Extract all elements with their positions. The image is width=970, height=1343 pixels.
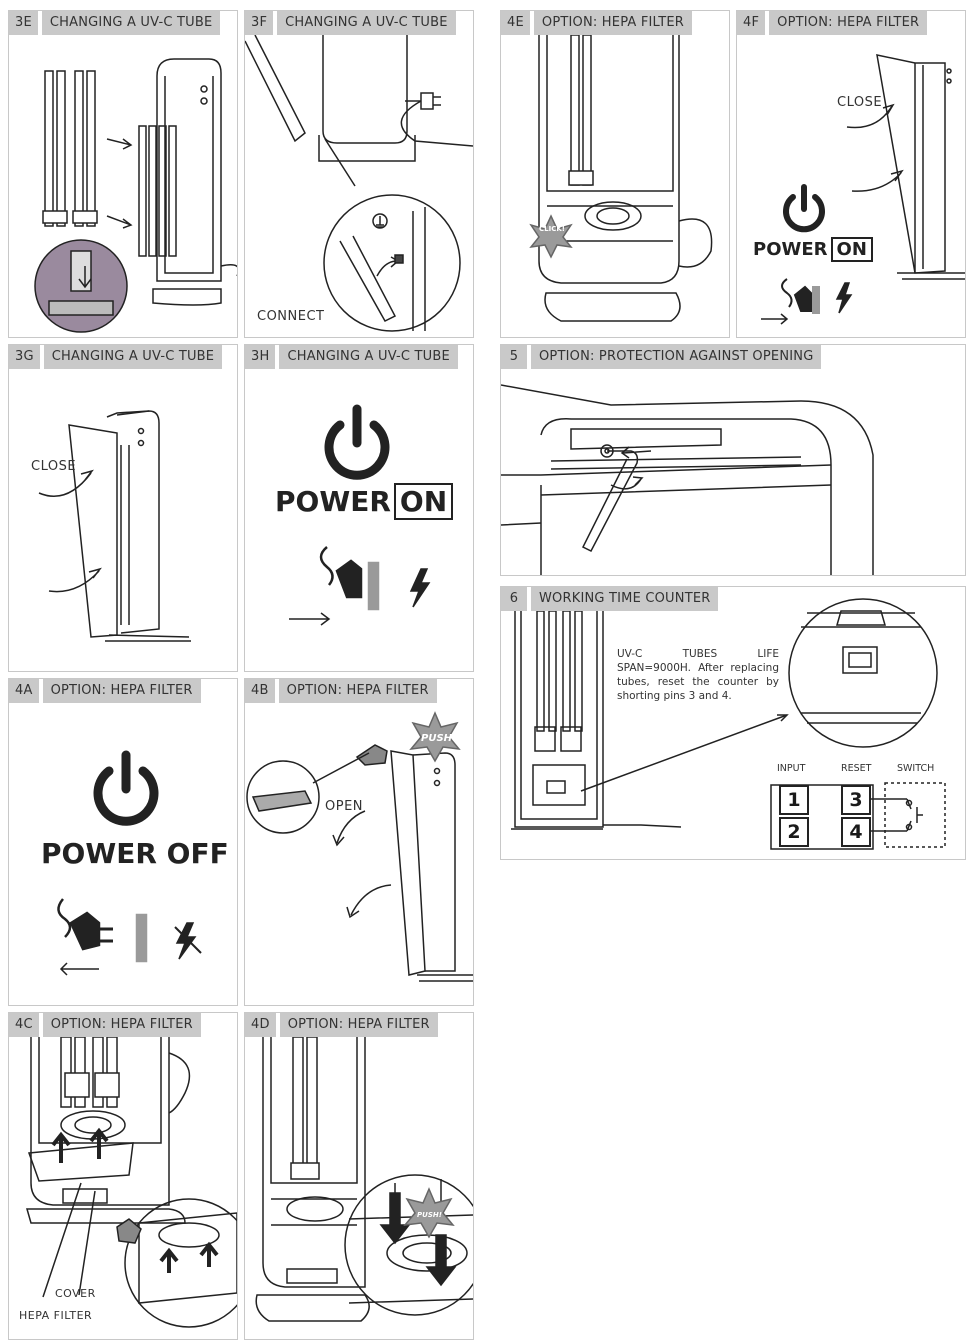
panel-3f: 3F CHANGING A UV-C TUBE CONNECT — [244, 10, 474, 338]
power-word: POWER — [753, 239, 828, 260]
power-off-label: POWER OFF — [41, 837, 229, 870]
panel-header: 3F CHANGING A UV-C TUBE — [245, 11, 456, 35]
panel-header: 4F OPTION: HEPA FILTER — [737, 11, 928, 35]
panel-4c: 4C OPTION: HEPA FILTER COVER HEPA FILTER — [8, 1012, 238, 1340]
step-title: OPTION: HEPA FILTER — [769, 11, 928, 35]
step-title: OPTION: HEPA FILTER — [42, 1013, 201, 1037]
hepa-filter-caption: HEPA FILTER — [19, 1309, 93, 1322]
step-title: CHANGING A UV-C TUBE — [41, 11, 221, 35]
panel-header: 4C OPTION: HEPA FILTER — [9, 1013, 201, 1037]
protection-lock-illustration — [501, 384, 874, 575]
step-number: 4C — [9, 1013, 39, 1037]
step-title: OPTION: HEPA FILTER — [279, 1013, 438, 1037]
step-title: OPTION: HEPA FILTER — [278, 679, 437, 703]
panel-header: 4E OPTION: HEPA FILTER — [501, 11, 692, 35]
plug-icon — [781, 278, 820, 314]
lightning-icon — [175, 922, 197, 960]
power-state: ON — [830, 237, 873, 262]
arrow-icon — [59, 962, 99, 976]
close-caption: CLOSE — [31, 459, 77, 474]
step-title: CHANGING A UV-C TUBE — [279, 345, 458, 369]
pin-1: 1 — [779, 785, 809, 815]
step-title: OPTION: HEPA FILTER — [42, 679, 201, 703]
power-icon — [783, 184, 825, 233]
switch-label: SWITCH — [897, 763, 935, 774]
step-number: 4E — [501, 11, 530, 35]
panel-header: 6 WORKING TIME COUNTER — [501, 587, 719, 611]
panel-header: 3E CHANGING A UV-C TUBE — [9, 11, 221, 35]
step-number: 3H — [245, 345, 276, 369]
hepa-filter-illustration — [26, 1036, 237, 1328]
input-label: INPUT — [777, 763, 806, 774]
close-caption: CLOSE — [837, 95, 883, 110]
panel-header: 4A OPTION: HEPA FILTER — [9, 679, 201, 703]
pin-3: 3 — [841, 785, 871, 815]
panel-3g: 3G CHANGING A UV-C TUBE CLOSE — [8, 344, 238, 672]
panel-4a: 4A OPTION: HEPA FILTER POWER OFF — [8, 678, 238, 1006]
step-number: 4B — [245, 679, 275, 703]
panel-5: 5 OPTION: PROTECTION AGAINST OPENING — [500, 344, 966, 576]
step-number: 5 — [501, 345, 527, 369]
panel-header: 4D OPTION: HEPA FILTER — [245, 1013, 438, 1037]
power-on-illustration — [289, 404, 431, 626]
panel-6: 6 WORKING TIME COUNTER UV-C TUBES LIFE S… — [500, 586, 966, 860]
counter-illustration — [511, 598, 946, 850]
power-icon — [324, 404, 390, 480]
hepa-insert-illustration — [529, 34, 713, 322]
panel-header: 3H CHANGING A UV-C TUBE — [245, 345, 458, 369]
panel-3e: 3E CHANGING A UV-C TUBE — [8, 10, 238, 338]
open-caption: OPEN — [325, 799, 364, 814]
push-hepa-illustration — [255, 1036, 473, 1322]
power-icon — [93, 750, 159, 826]
step-number: 4A — [9, 679, 39, 703]
panel-4b: 4B OPTION: HEPA FILTER PUSH OPEN — [244, 678, 474, 1006]
step-number: 3G — [9, 345, 40, 369]
step-number: 4F — [737, 11, 766, 35]
step-title: WORKING TIME COUNTER — [531, 587, 719, 611]
counter-note: UV-C TUBES LIFE SPAN=9000H. After replac… — [617, 648, 779, 702]
plug-icon — [319, 546, 380, 611]
step-number: 3E — [9, 11, 38, 35]
pin-2: 2 — [779, 817, 809, 847]
open-door-illustration — [246, 711, 473, 982]
panel-4d: 4D OPTION: HEPA FILTER PUSH! — [244, 1012, 474, 1340]
uv-tube-illustration — [34, 58, 237, 333]
step-title: CHANGING A UV-C TUBE — [277, 11, 456, 35]
panel-4e: 4E OPTION: HEPA FILTER CLICK! — [500, 10, 730, 338]
plug-icon — [57, 898, 148, 963]
pin-4: 4 — [841, 817, 871, 847]
step-title: OPTION: PROTECTION AGAINST OPENING — [531, 345, 822, 369]
lightning-icon — [409, 568, 431, 608]
arrow-icon — [761, 313, 789, 325]
step-number: 6 — [501, 587, 527, 611]
reset-label: RESET — [841, 763, 872, 774]
power-word: POWER — [275, 485, 391, 518]
arrow-icon — [289, 612, 331, 626]
push-badge: PUSH! — [417, 1211, 442, 1219]
step-number: 3F — [245, 11, 274, 35]
close-door-illustration — [38, 410, 191, 642]
push-badge: PUSH — [421, 733, 453, 744]
connect-illustration — [245, 34, 473, 332]
cover-caption: COVER — [55, 1287, 96, 1300]
power-off-illustration — [57, 750, 202, 976]
panel-header: 4B OPTION: HEPA FILTER — [245, 679, 437, 703]
panel-header: 3G CHANGING A UV-C TUBE — [9, 345, 223, 369]
step-title: OPTION: HEPA FILTER — [533, 11, 692, 35]
close-power-on-illustration — [761, 54, 965, 325]
step-number: 4D — [245, 1013, 276, 1037]
step-title: CHANGING A UV-C TUBE — [43, 345, 223, 369]
power-state: ON — [393, 483, 454, 520]
connect-caption: CONNECT — [257, 309, 325, 324]
click-badge: CLICK! — [539, 225, 565, 233]
panel-header: 5 OPTION: PROTECTION AGAINST OPENING — [501, 345, 822, 369]
lightning-icon — [835, 282, 853, 314]
